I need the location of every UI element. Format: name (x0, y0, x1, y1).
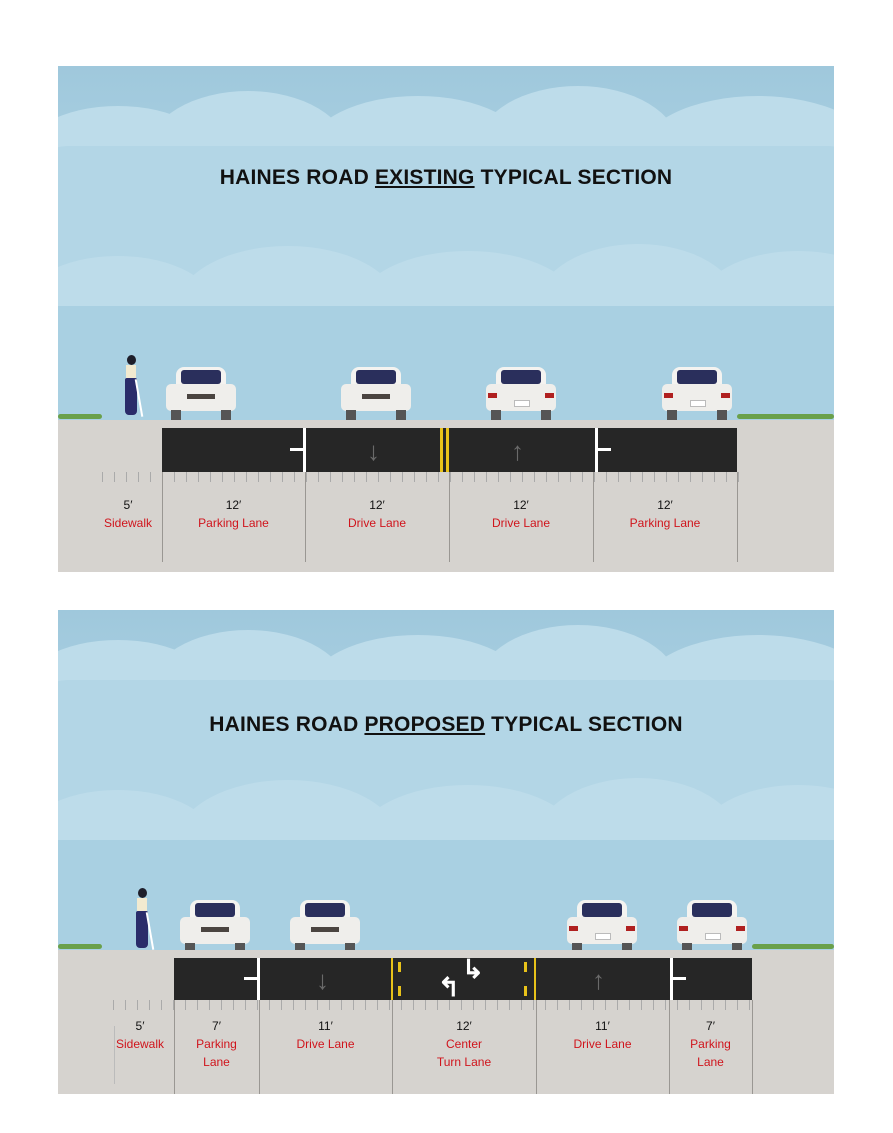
car-front-icon (290, 900, 360, 953)
segment-label: 5′Sidewalk (103, 498, 153, 530)
segment-label: 11′Drive Lane (573, 1019, 632, 1051)
section-title: HAINES ROAD PROPOSED TYPICAL SECTION (209, 713, 683, 736)
roadway (162, 428, 737, 472)
car-rear-icon (567, 900, 637, 953)
segment-label: 5′Sidewalk (115, 1019, 165, 1051)
segment-label: 12′Drive Lane (491, 498, 551, 530)
segment-label: 11′Drive Lane (296, 1019, 355, 1051)
turn-right-arrow-icon: ↳ (462, 954, 484, 984)
roadway (174, 958, 752, 1000)
pedestrian-icon (122, 355, 144, 420)
car-front-icon (180, 900, 250, 953)
turn-left-arrow-icon: ↰ (438, 972, 460, 1002)
section-title: HAINES ROAD EXISTING TYPICAL SECTION (219, 166, 673, 189)
down-arrow-icon: ↓ (316, 965, 329, 995)
existing-section-panel: HAINES ROAD EXISTING TYPICAL SECTION ↓ ↑… (58, 66, 834, 572)
down-arrow-icon: ↓ (367, 436, 380, 466)
car-rear-icon (662, 367, 732, 420)
segment-label: 12′Drive Lane (347, 498, 407, 530)
pedestrian-icon (133, 888, 155, 953)
segment-label: 12′Parking Lane (629, 498, 701, 530)
segment-label: 12′Parking Lane (198, 498, 269, 530)
up-arrow-icon: ↑ (592, 965, 605, 995)
car-rear-icon (677, 900, 747, 953)
car-front-icon (166, 367, 236, 420)
car-rear-icon (486, 367, 556, 420)
car-front-icon (341, 367, 411, 420)
up-arrow-icon: ↑ (511, 436, 524, 466)
proposed-section-panel: HAINES ROAD PROPOSED TYPICAL SECTION ↓ ↑… (58, 610, 834, 1094)
